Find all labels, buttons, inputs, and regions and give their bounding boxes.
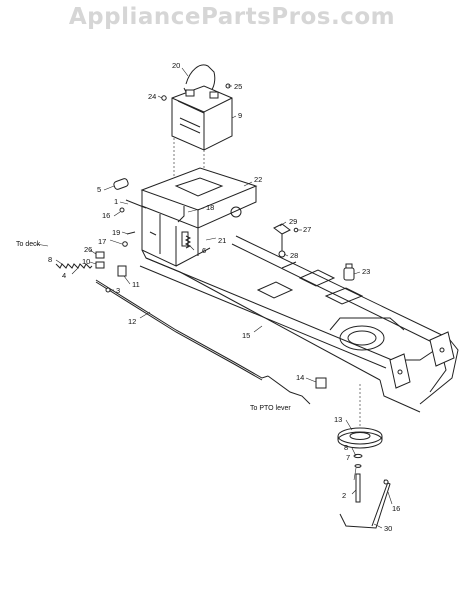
watermark: AppliancePartsPros.com xyxy=(68,4,396,30)
callout-25: 25 xyxy=(234,82,242,91)
battery xyxy=(171,85,233,151)
battery-tray xyxy=(140,167,258,229)
caption-to-pto-lever: To PTO lever xyxy=(250,405,291,412)
callout-23: 23 xyxy=(362,267,370,276)
part-23 xyxy=(343,263,355,281)
steering-components xyxy=(273,223,299,258)
lever-30 xyxy=(339,479,391,529)
bolt-7 xyxy=(354,464,362,468)
callout-9: 9 xyxy=(238,111,242,120)
callout-29: 29 xyxy=(289,217,297,226)
main-frame xyxy=(139,235,459,413)
part-26 xyxy=(95,251,105,259)
callout-2: 2 xyxy=(342,491,346,500)
callout-8-lower: 8 xyxy=(344,443,348,452)
callout-5: 5 xyxy=(97,185,101,194)
callout-11: 11 xyxy=(132,280,140,289)
callout-17: 17 xyxy=(98,237,106,246)
pin-2 xyxy=(355,473,361,503)
callout-8-upper: 8 xyxy=(48,255,52,264)
leader-lines xyxy=(35,67,393,529)
callout-24: 24 xyxy=(148,92,156,101)
callout-21: 21 xyxy=(218,236,226,245)
callout-16-lower: 16 xyxy=(392,504,400,513)
callout-12: 12 xyxy=(128,317,136,326)
callout-22: 22 xyxy=(254,175,262,184)
part-14 xyxy=(315,377,327,389)
callout-3: 3 xyxy=(116,286,120,295)
callout-19: 19 xyxy=(112,228,120,237)
part-11 xyxy=(117,265,127,277)
cable-12 xyxy=(95,279,311,405)
frame-front xyxy=(141,206,211,273)
callout-16-upper: 16 xyxy=(102,211,110,220)
battery-bolt xyxy=(161,95,167,101)
callout-28: 28 xyxy=(290,251,298,260)
callout-27: 27 xyxy=(303,225,311,234)
callout-14: 14 xyxy=(296,373,304,382)
frame-pulley-opening xyxy=(329,317,405,351)
callout-15: 15 xyxy=(242,331,250,340)
callout-7: 7 xyxy=(346,453,350,462)
part-17 xyxy=(122,241,128,247)
pulley-13 xyxy=(337,427,383,449)
rear-bracket xyxy=(389,331,455,389)
callout-6: 6 xyxy=(202,246,206,255)
callout-26: 26 xyxy=(84,245,92,254)
callout-10: 10 xyxy=(82,257,90,266)
part-19 xyxy=(126,231,136,235)
washer-8 xyxy=(353,453,363,459)
front-pivot xyxy=(113,178,147,213)
callout-4: 4 xyxy=(62,271,66,280)
callout-20: 20 xyxy=(172,61,180,70)
callout-30: 30 xyxy=(384,524,392,533)
callout-13: 13 xyxy=(334,415,342,424)
caption-to-deck: To deck xyxy=(16,241,41,248)
callout-1: 1 xyxy=(114,197,118,206)
part-10 xyxy=(95,261,105,269)
callout-18: 18 xyxy=(206,203,214,212)
callout-numbers: 20 25 24 9 22 5 1 18 16 29 27 17 19 21 6… xyxy=(48,61,400,533)
part-18 xyxy=(177,206,185,223)
